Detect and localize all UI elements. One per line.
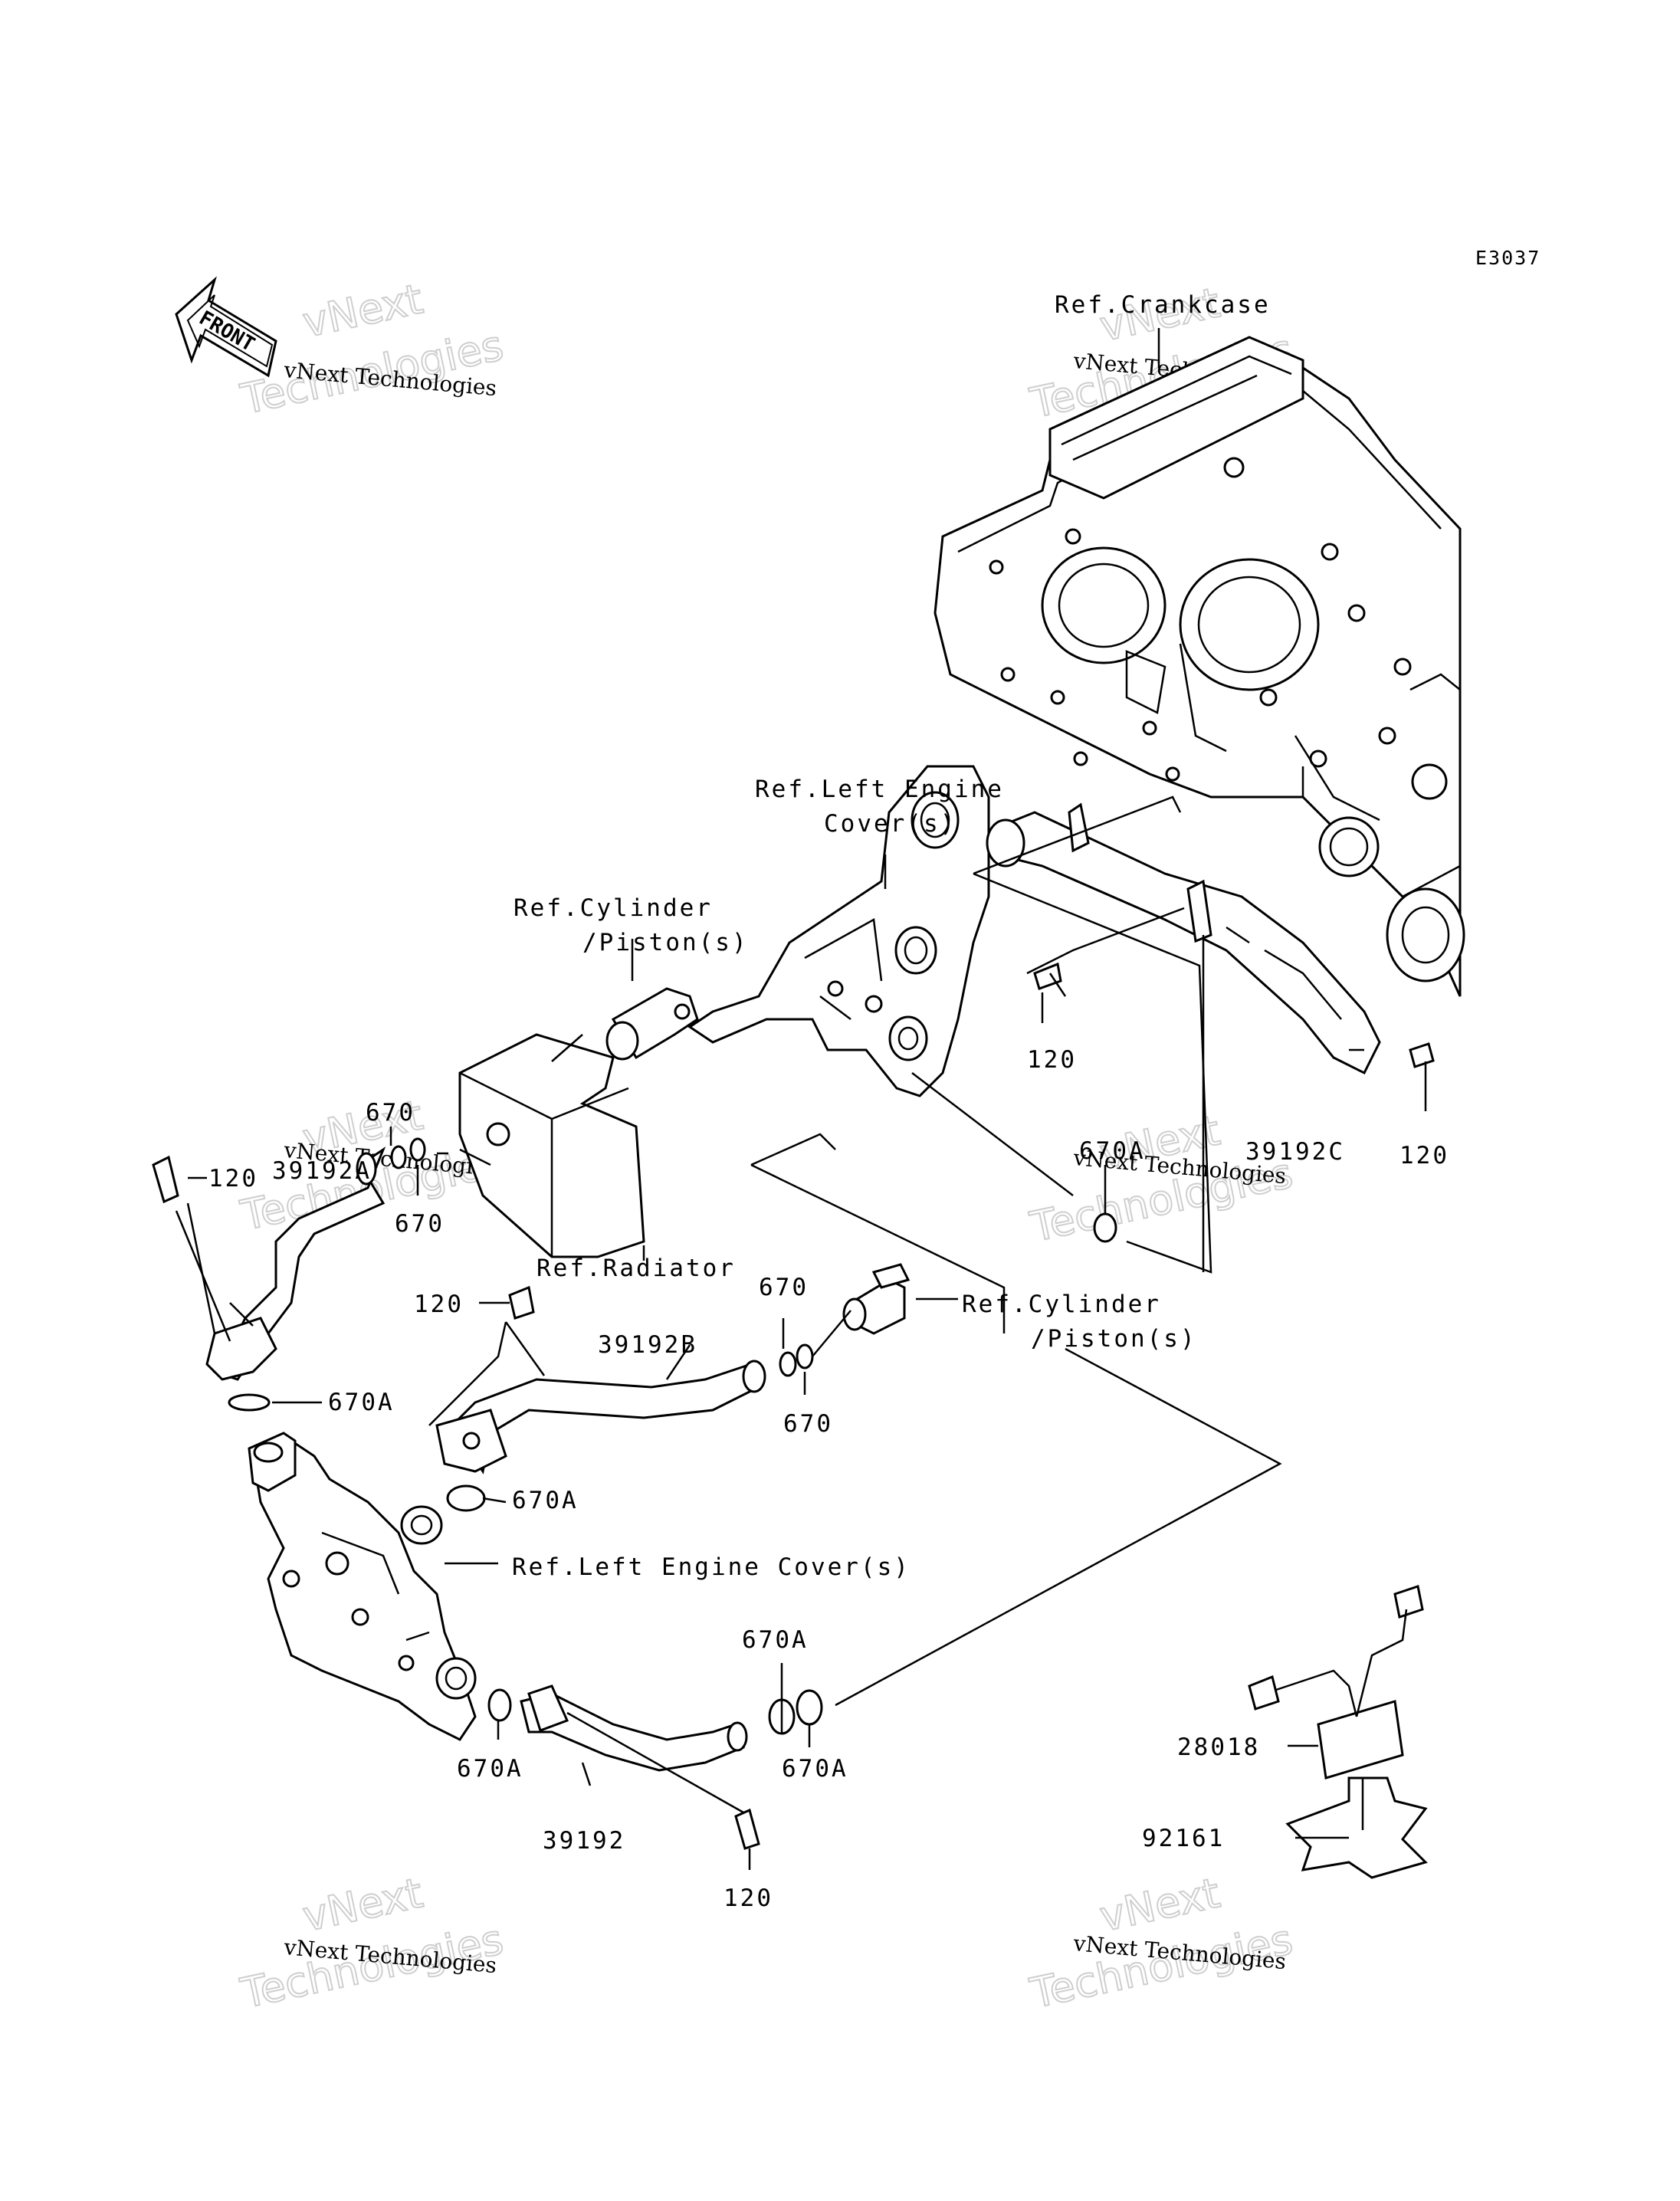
part-28018-illustration xyxy=(1248,1585,1424,1779)
cylinder-fitting-upper-illustration xyxy=(605,987,699,1061)
label-part-120-d: 120 xyxy=(414,1291,464,1318)
watermark-text: vNext xyxy=(1096,1868,1224,1940)
label-part-670A-f: 670A xyxy=(782,1755,848,1783)
label-ref-radiator: Ref.Radiator xyxy=(536,1255,736,1282)
label-part-670-d: 670 xyxy=(783,1410,833,1438)
label-part-670A-d: 670A xyxy=(457,1755,523,1783)
oring-670A-a xyxy=(228,1393,271,1412)
watermark-text: vNext xyxy=(299,274,427,346)
label-ref-cylinder-piston-upper-line2: /Piston(s) xyxy=(582,929,749,956)
watermark-text: vNext xyxy=(299,1868,427,1940)
label-ref-left-engine-cover-line1: Ref.Left Engine xyxy=(755,776,1004,803)
label-ref-left-engine-cover-line2: Cover(s) xyxy=(824,810,956,838)
label-part-28018: 28018 xyxy=(1177,1734,1260,1761)
label-part-39192A: 39192A xyxy=(272,1157,372,1185)
label-part-39192B: 39192B xyxy=(598,1331,697,1359)
left-engine-cover-illustration xyxy=(687,765,990,1097)
label-part-92161: 92161 xyxy=(1142,1825,1225,1852)
label-ref-cylinder-piston-lower-line2: /Piston(s) xyxy=(1031,1325,1197,1353)
label-part-670A-a: 670A xyxy=(328,1389,395,1416)
watermark-mid-right: vNext Technologies vNext Technologies xyxy=(1025,1105,1298,1252)
label-part-120-e: 120 xyxy=(724,1884,773,1912)
oring-670A-c xyxy=(1093,1212,1117,1243)
diagram-code: E3037 xyxy=(1475,247,1541,269)
oring-670-a xyxy=(390,1145,407,1169)
leader-lines xyxy=(175,328,1427,1870)
label-ref-cylinder-piston-lower-line1: Ref.Cylinder xyxy=(962,1291,1161,1318)
part-92161-illustration xyxy=(1285,1776,1428,1879)
label-part-120-a: 120 xyxy=(1027,1046,1077,1074)
part-39192B-illustration xyxy=(435,1360,766,1474)
left-engine-cover-lower-illustration xyxy=(248,1432,477,1741)
watermark-top-left: vNext Technologies vNext Technologies xyxy=(236,274,508,425)
bolts xyxy=(508,962,1435,1320)
label-part-670-c: 670 xyxy=(759,1274,809,1301)
oring-670-d xyxy=(796,1343,814,1369)
front-arrow-icon: FRONT xyxy=(175,276,277,378)
watermark-bottom-right: vNext Technologies vNext Technologies xyxy=(1025,1868,1298,2019)
oring-670A-d xyxy=(487,1688,512,1722)
label-part-120-b: 120 xyxy=(1399,1142,1449,1169)
label-part-670A-c: 670A xyxy=(1079,1137,1146,1165)
cylinder-fitting-lower-illustration xyxy=(842,1263,911,1335)
label-part-670-a: 670 xyxy=(366,1099,415,1127)
radiator-illustration xyxy=(458,1033,645,1258)
label-ref-crankcase: Ref.Crankcase xyxy=(1055,291,1271,319)
label-part-39192: 39192 xyxy=(543,1827,625,1855)
part-39192C-illustration xyxy=(986,802,1381,1075)
label-part-39192C: 39192C xyxy=(1245,1138,1345,1166)
part-39192-illustration xyxy=(520,1684,760,1850)
part-39192A-illustration xyxy=(152,1146,386,1381)
watermark-bottom-left: vNext Technologies vNext Technologies xyxy=(236,1868,508,2019)
bolt-120-c xyxy=(508,1285,535,1320)
label-part-670A-e: 670A xyxy=(742,1626,809,1654)
label-part-670-b: 670 xyxy=(395,1210,445,1238)
text-labels: Ref.Crankcase Ref.Left Engine Cover(s) R… xyxy=(208,291,1449,1912)
oring-670-b xyxy=(409,1137,426,1162)
oring-670A-b xyxy=(446,1484,486,1512)
label-part-120-c: 120 xyxy=(208,1165,258,1192)
label-ref-cylinder-piston-upper-line1: Ref.Cylinder xyxy=(514,894,713,922)
label-ref-left-engine-cover-lower: Ref.Left Engine Cover(s) xyxy=(512,1553,911,1581)
crankcase-illustration xyxy=(934,336,1465,997)
label-part-670A-b: 670A xyxy=(512,1487,579,1514)
oring-670-c xyxy=(779,1351,797,1377)
bolt-120-a xyxy=(1033,962,1062,990)
bolt-120-b xyxy=(1409,1042,1435,1068)
oring-670A-f xyxy=(796,1689,823,1726)
